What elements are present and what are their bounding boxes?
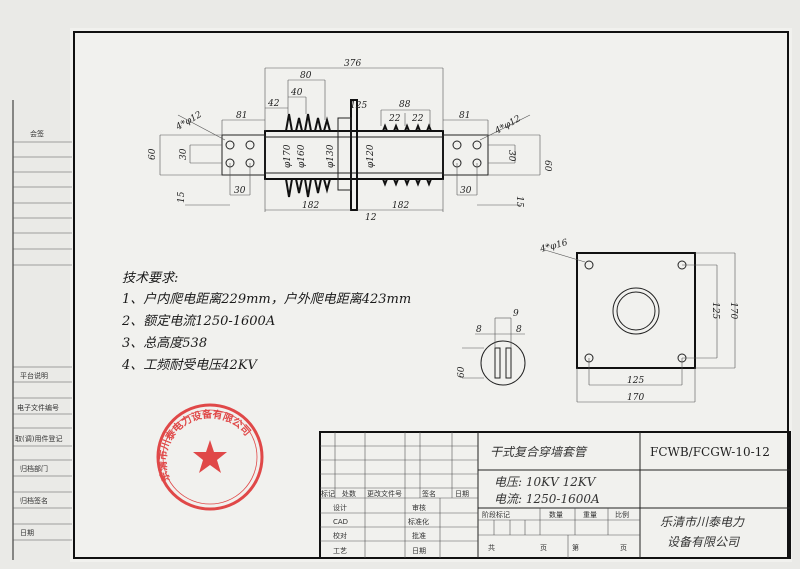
col-stage-mark: 阶段标记: [482, 510, 510, 519]
dim-overall: 376: [344, 59, 361, 69]
dim-left-plate: 81: [236, 111, 247, 121]
dim-d120: φ120: [366, 144, 376, 168]
dim-left-length: 182: [302, 201, 319, 211]
dim-right-plate: 81: [459, 111, 470, 121]
dim-flange-h170: 170: [728, 302, 738, 319]
dim-flange-w170: 170: [627, 393, 644, 403]
requirement-item: 2、额定电流1250-1600A: [121, 313, 275, 329]
dim-9: 9: [513, 309, 519, 319]
dim-fin-first: 42: [267, 99, 280, 109]
archive-sign-label: 归档签名: [20, 496, 48, 505]
dim-right-30: 30: [506, 150, 516, 162]
countersign-label: 会签: [30, 129, 44, 138]
company-name-line2: 设备有限公司: [667, 535, 740, 549]
role-process: 工艺: [333, 547, 347, 555]
dim-8-right: 8: [516, 325, 522, 335]
product-name: 干式复合穿墙套管: [490, 445, 588, 459]
dim-shed-a: 22: [388, 114, 401, 124]
left-signoff-strip: 会签 平台说明 电子文件编号 取(调)用件登记 归档部门 归档签名 日期: [12, 100, 72, 560]
voltage-spec: 电压: 10KV 12KV: [494, 475, 597, 489]
role-design: 设计: [333, 503, 347, 512]
dim-flange-thickness: 12: [365, 213, 377, 223]
dim-flange-w125: 125: [627, 376, 644, 386]
role-review: 审核: [412, 503, 426, 512]
hdr-change-doc: 更改文件号: [367, 489, 402, 498]
platform-note-label: 平台说明: [20, 371, 48, 380]
title-block: 标记 处数 更改文件号 签名 日期 设计 CAD 校对 工艺 审核 标准化 批准…: [319, 431, 791, 559]
company-name-line1: 乐清市川泰电力: [660, 515, 745, 529]
hdr-count: 处数: [342, 489, 356, 498]
date-label: 日期: [20, 529, 34, 537]
dim-left-30: 30: [179, 148, 189, 160]
sheet-no-label: 第: [572, 543, 579, 552]
technical-requirements: 技术要求: 1、户内爬电距离229mm，户外爬电距离423mm 2、额定电流12…: [121, 271, 411, 373]
requirement-item: 4、工频耐受电压42KV: [121, 358, 259, 373]
sheet-page2-label: 页: [620, 544, 627, 552]
dim-left-bottom-30: 30: [234, 186, 246, 196]
indoor-sheds: [382, 123, 432, 187]
dim-8-left: 8: [476, 325, 482, 335]
dim-d160: φ160: [297, 144, 307, 168]
archive-dept-label: 归档部门: [20, 464, 48, 473]
dim-right-bottom-30: 30: [460, 186, 472, 196]
dim-shed-b: 22: [411, 114, 424, 124]
model-number: FCWB/FCGW-10-12: [650, 445, 770, 459]
outdoor-sheds: [285, 113, 331, 198]
hdr-date: 日期: [455, 490, 469, 498]
dim-flange-h125: 125: [710, 302, 720, 319]
requirement-item: 1、户内爬电距离229mm，户外爬电距离423mm: [122, 291, 411, 307]
sheet-page-label: 页: [540, 544, 547, 552]
role-date: 日期: [412, 547, 426, 555]
role-standardize: 标准化: [408, 517, 429, 526]
col-scale: 比例: [615, 510, 629, 519]
terminal-end-view: 9 8 8 60: [457, 309, 526, 386]
dim-right-60: 60: [542, 160, 552, 172]
left-terminal-plate: [221, 134, 266, 176]
hdr-signature: 签名: [422, 489, 436, 498]
role-proofread: 校对: [333, 531, 347, 540]
right-terminal-plate: [442, 134, 489, 176]
dim-d170: φ170: [283, 144, 293, 168]
sheet-total-label: 共: [488, 543, 495, 552]
dim-flange: 125: [350, 101, 367, 111]
hdr-mark: 标记: [321, 489, 335, 498]
dim-shed-pitch: 88: [399, 100, 411, 110]
dim-fin-gap: 40: [290, 88, 303, 98]
current-spec: 电流: 1250-1600A: [494, 492, 600, 506]
dim-left-15: 15: [177, 191, 187, 203]
dim-right-15: 15: [514, 196, 524, 208]
dim-d130: φ130: [326, 144, 336, 168]
dim-left-60: 60: [148, 148, 158, 160]
col-quantity: 数量: [549, 510, 563, 519]
dim-60: 60: [457, 366, 467, 378]
borrow-register-label: 取(调)用件登记: [15, 434, 62, 443]
requirements-title: 技术要求:: [122, 271, 178, 286]
col-weight: 重量: [583, 511, 597, 519]
role-approve: 批准: [412, 531, 426, 540]
requirement-item: 3、总高度538: [122, 336, 207, 351]
dim-right-length: 182: [392, 201, 409, 211]
role-cad: CAD: [333, 518, 348, 526]
dim-fins-pitch: 80: [300, 71, 312, 81]
e-file-number-label: 电子文件编号: [17, 403, 59, 412]
